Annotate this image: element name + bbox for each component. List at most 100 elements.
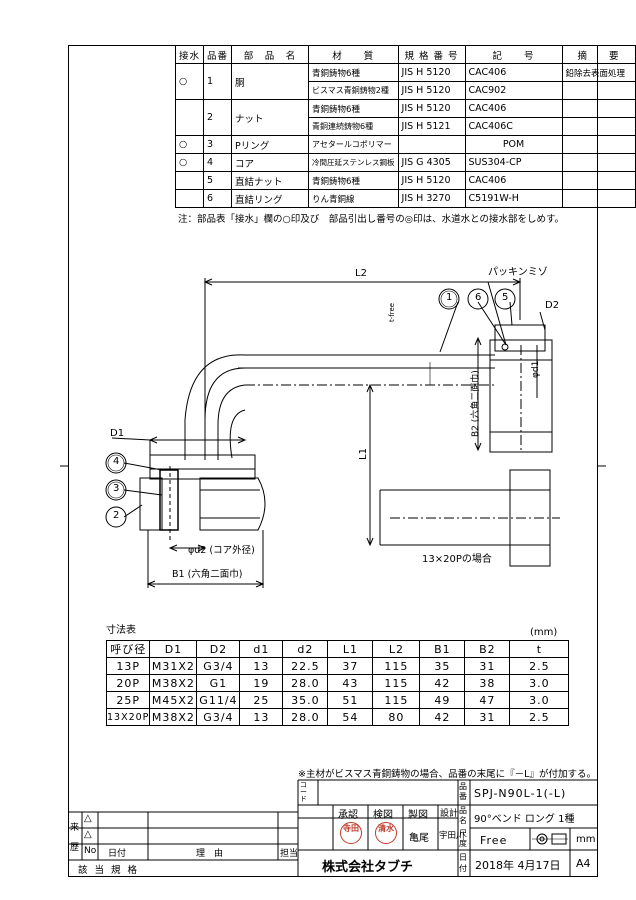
- dim-phi-d2: φd2 (コア外径): [188, 545, 255, 556]
- dims-title: 寸法表: [106, 625, 136, 636]
- designer-name: 宇田川: [439, 831, 465, 841]
- stamp-shimizu: 清水: [375, 822, 397, 844]
- dim-d1: φd1: [531, 360, 541, 378]
- cell: 13P: [105, 657, 151, 675]
- date-value: 2018年 4月17日: [475, 859, 561, 872]
- dims-unit: (mm): [530, 627, 558, 638]
- material-note: ※主材がビスマス青銅鋳物の場合、品番の末尾に『－L』が付加する。: [298, 769, 596, 780]
- cell: 直結リング: [231, 189, 310, 208]
- col-no: No: [84, 846, 97, 856]
- balloon-label-1: 1: [446, 292, 453, 303]
- cell: 13: [239, 657, 284, 675]
- history-label: 来歴: [70, 823, 80, 853]
- cell: 54: [327, 708, 374, 726]
- parts-row: ○ 3 Pリング アセタールコポリマー POM: [174, 135, 636, 154]
- cell: [561, 189, 636, 208]
- balloon-4: [105, 452, 127, 474]
- case-label: 13×20Pの場合: [422, 554, 492, 565]
- parts-table: 接水 品番 部 品 名 材 質 規 格 番 号 記 号 摘 要 ○ 1 胴 青銅…: [174, 45, 636, 208]
- role-approve: 承認: [338, 810, 358, 821]
- balloon-label-6: 6: [475, 292, 482, 303]
- cell: 38: [464, 674, 511, 692]
- role-design: 設計: [440, 809, 459, 819]
- dims-header: D1: [149, 640, 198, 658]
- related-standard: 該 当 規 格: [78, 865, 140, 876]
- cell: 51: [327, 691, 374, 709]
- dims-header: d2: [282, 640, 329, 658]
- balloon-2: [105, 506, 127, 528]
- cell: 2.5: [509, 657, 570, 675]
- name-label: 品名: [459, 806, 467, 825]
- balloon-label-4: 4: [113, 456, 120, 467]
- balloon-1: [438, 288, 460, 310]
- cell: 37: [327, 657, 374, 675]
- code-label: コード: [300, 781, 307, 803]
- balloon-label-3: 3: [113, 483, 120, 494]
- cell: ○: [174, 63, 205, 100]
- dim-b2: B2 (六角二面巾): [471, 370, 481, 437]
- cell: 25P: [105, 691, 151, 709]
- rev-a: △: [84, 813, 92, 824]
- dim-l1: L1: [358, 448, 369, 460]
- cell: 35: [419, 657, 466, 675]
- role-draft: 製図: [408, 810, 428, 821]
- balloon-label-5: 5: [502, 292, 509, 303]
- cell: G1: [196, 674, 241, 692]
- product-name: 90°ベンド ロング 1種: [474, 814, 575, 825]
- dim-d1-top: D1: [110, 428, 125, 439]
- cell: 28.0: [282, 708, 329, 726]
- cell: G3/4: [196, 708, 241, 726]
- rev-b: △: [84, 829, 92, 840]
- cell: G11/4: [196, 691, 241, 709]
- cell: 42: [419, 674, 466, 692]
- company-name: 株式会社タブチ: [322, 860, 414, 875]
- packing-label: パッキンミゾ: [488, 267, 548, 278]
- dims-header: D2: [196, 640, 241, 658]
- cell: 115: [372, 674, 421, 692]
- date-label: 日付: [459, 853, 467, 873]
- parts-row: ○ 4 コア 冷間圧延ステンレス鋼板 JIS G 4305 SUS304-CP: [174, 153, 636, 172]
- dims-header: L2: [372, 640, 421, 658]
- dim-d2: D2: [545, 300, 560, 311]
- balloon-label-2: 2: [113, 510, 120, 521]
- cell: 6: [203, 189, 233, 208]
- dim-b1: B1 (六角二面巾): [172, 569, 243, 580]
- parts-row: 6 直結リング りん青銅線 JIS H 3270 C5191W-H: [174, 189, 636, 208]
- cell: 3.0: [509, 691, 570, 709]
- cell: 31: [464, 657, 511, 675]
- cell: 42: [419, 708, 466, 726]
- cell: 胴: [231, 63, 310, 100]
- scale-label: 尺度: [459, 829, 467, 848]
- cell: ナット: [231, 99, 310, 136]
- cell: 47: [464, 691, 511, 709]
- dims-header: L1: [327, 640, 374, 658]
- parts-row: ○ 1 胴 青銅鋳物6種 JIS H 5120 CAC406 鉛除去表面処理: [174, 63, 636, 100]
- dims-header-row: 呼び径 D1 D2 d1 d2 L1 L2 B1 B2 t: [105, 640, 570, 658]
- role-check: 検図: [373, 810, 393, 821]
- drafter-name: 亀尾: [409, 833, 429, 844]
- parts-row: 青銅連続鋳物6種 JIS H 5121 CAC406C: [176, 117, 636, 136]
- stamp-terada: 寺田: [340, 822, 362, 844]
- dim-l2: L2: [355, 268, 367, 279]
- cell: M38X2: [149, 708, 198, 726]
- dims-header: t: [509, 640, 570, 658]
- part-number: SPJ-N90L-1(-L): [474, 787, 567, 800]
- cell: 13X20P: [105, 708, 151, 726]
- scale-value: Free: [480, 834, 508, 847]
- cell: 2.5: [509, 708, 570, 726]
- cell: 22.5: [282, 657, 329, 675]
- cell: 19: [239, 674, 284, 692]
- dims-header: 呼び径: [105, 640, 151, 658]
- parts-row: ビスマス青銅鋳物2種 JIS H 5120 CAC902: [176, 81, 636, 100]
- cell: G3/4: [196, 657, 241, 675]
- cell: 49: [419, 691, 466, 709]
- col-reason: 理 由: [196, 849, 224, 859]
- dim-t: t-free: [388, 302, 396, 322]
- cell: 80: [372, 708, 421, 726]
- balloon-6: [467, 288, 489, 310]
